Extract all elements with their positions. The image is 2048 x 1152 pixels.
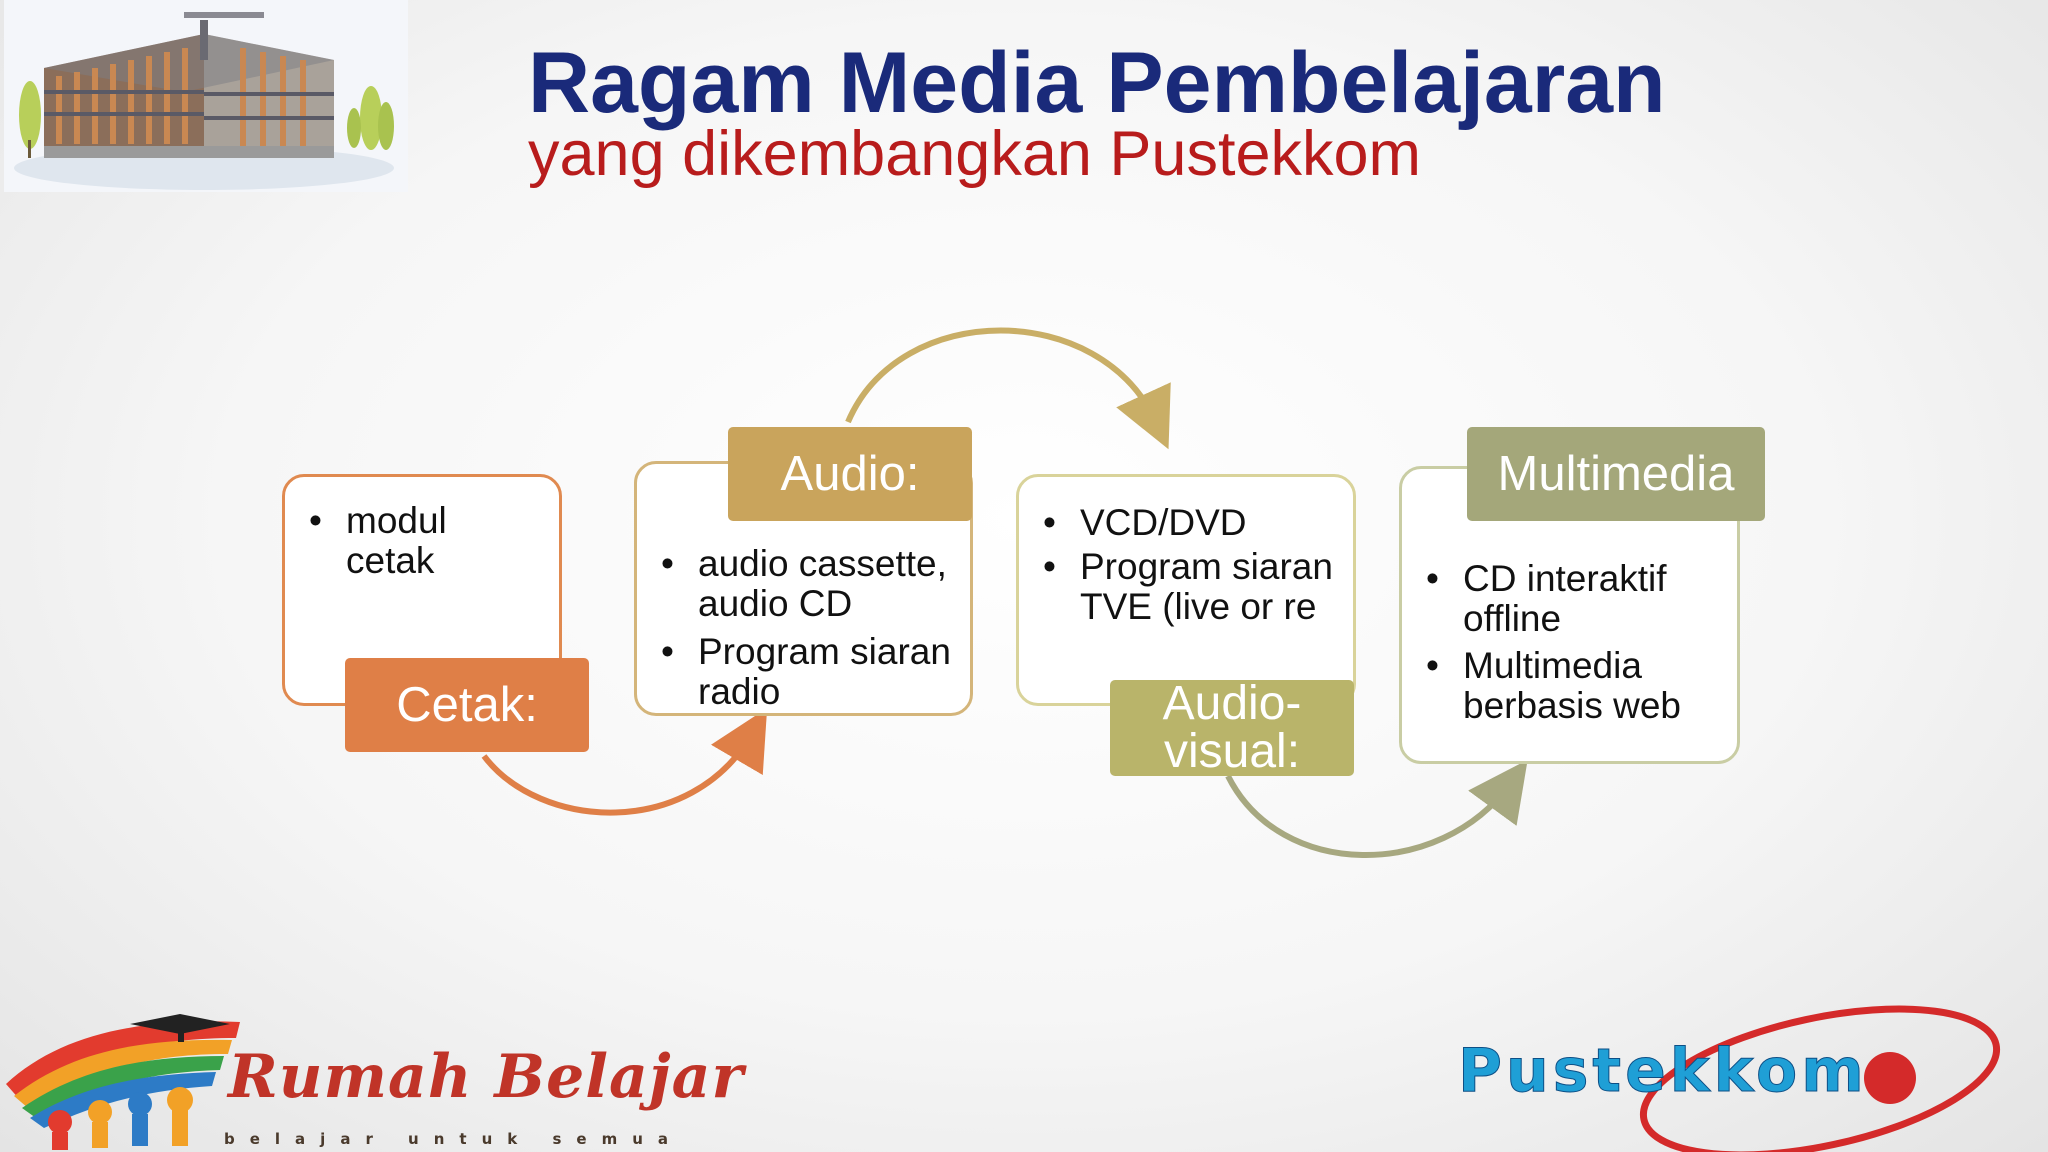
building-image [4, 0, 408, 192]
page-title: Ragam Media Pembelajaran [528, 35, 1666, 131]
list-item: Program siaran radio [661, 632, 951, 712]
step-label-multimedia: Multimedia [1467, 427, 1765, 521]
list-item: CD interaktif offline [1426, 559, 1726, 639]
list-item: Program siaran TVE (live or re [1043, 547, 1343, 627]
list-item: audio cassette, audio CD [661, 544, 951, 624]
step-card-audio-visual: VCD/DVD Program siaran TVE (live or re [1016, 474, 1356, 706]
step-list-multimedia: CD interaktif offline Multimedia berbasi… [1426, 559, 1726, 733]
list-item: VCD/DVD [1043, 503, 1343, 544]
page-subtitle: yang dikembangkan Pustekkom [528, 119, 1422, 189]
rumah-belajar-logo-title: Rumah Belajar [228, 1042, 745, 1112]
step-label-audio-visual: Audio-visual: [1110, 680, 1354, 776]
list-item: Multimedia berbasis web [1426, 646, 1726, 726]
step-label-cetak: Cetak: [345, 658, 589, 752]
connector-arrow-audiovisual-multimedia [1225, 759, 1528, 858]
list-item: modul cetak [309, 501, 539, 581]
step-list-audio-visual: VCD/DVD Program siaran TVE (live or re [1043, 503, 1343, 627]
pustekkom-logo-text: Pustekkom [1458, 1036, 1868, 1107]
rumah-belajar-logo [6, 1014, 240, 1150]
connector-arrow-audio-audiovisual [845, 327, 1171, 450]
step-card-audio: audio cassette, audio CD Program siaran … [634, 461, 973, 716]
step-list-audio: audio cassette, audio CD Program siaran … [661, 544, 951, 712]
step-list-cetak: modul cetak [309, 501, 539, 581]
step-label-audio: Audio: [728, 427, 972, 521]
rumah-belajar-logo-tagline: belajar untuk semua [224, 1130, 683, 1148]
connector-arrow-cetak-audio [481, 708, 768, 816]
pustekkom-logo [1639, 1005, 2001, 1152]
